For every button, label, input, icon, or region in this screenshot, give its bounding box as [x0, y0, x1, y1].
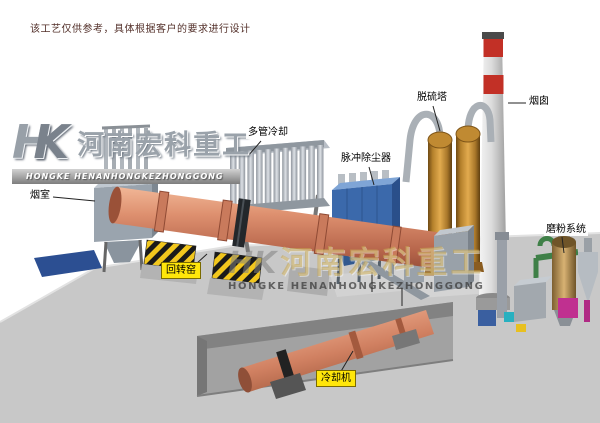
cooling-machine — [238, 310, 434, 399]
label-chimney: 烟囱 — [527, 95, 551, 108]
kiln-discharge-housing — [434, 225, 474, 292]
label-desulfurization-tower: 脱硫塔 — [415, 91, 449, 104]
disclaimer-note: 该工艺仅供参考，具体根据客户的要求进行设计 — [30, 24, 251, 35]
label-cooling-machine: 冷却机 — [316, 370, 356, 387]
label-pulse-dust-collector: 脉冲除尘器 — [339, 152, 393, 165]
company-logo: H K 河南宏科重工 HONGKE HENANHONGKEZHONGGONG — [12, 116, 251, 184]
logo-h-glyph: H — [12, 115, 51, 169]
label-rotary-kiln: 回转窑 — [161, 262, 201, 279]
girth-gear — [232, 198, 251, 248]
cooler-support-ring — [270, 349, 306, 399]
company-name: 河南宏科重工 — [77, 129, 252, 161]
leader-lines — [52, 102, 565, 374]
label-multi-tube-cooler: 多管冷却 — [246, 126, 290, 139]
label-smoke-chamber: 烟室 — [28, 189, 52, 202]
logo-k-glyph: K — [33, 115, 70, 169]
multi-tube-cooler — [226, 140, 330, 253]
rotary-kiln — [108, 186, 451, 270]
grinding-system — [478, 228, 598, 332]
label-grinding-system: 磨粉系统 — [544, 223, 588, 236]
blue-foundation-pad — [34, 250, 102, 277]
company-name-latin: HONGKE HENANHONGKEZHONGGONG — [12, 169, 240, 184]
